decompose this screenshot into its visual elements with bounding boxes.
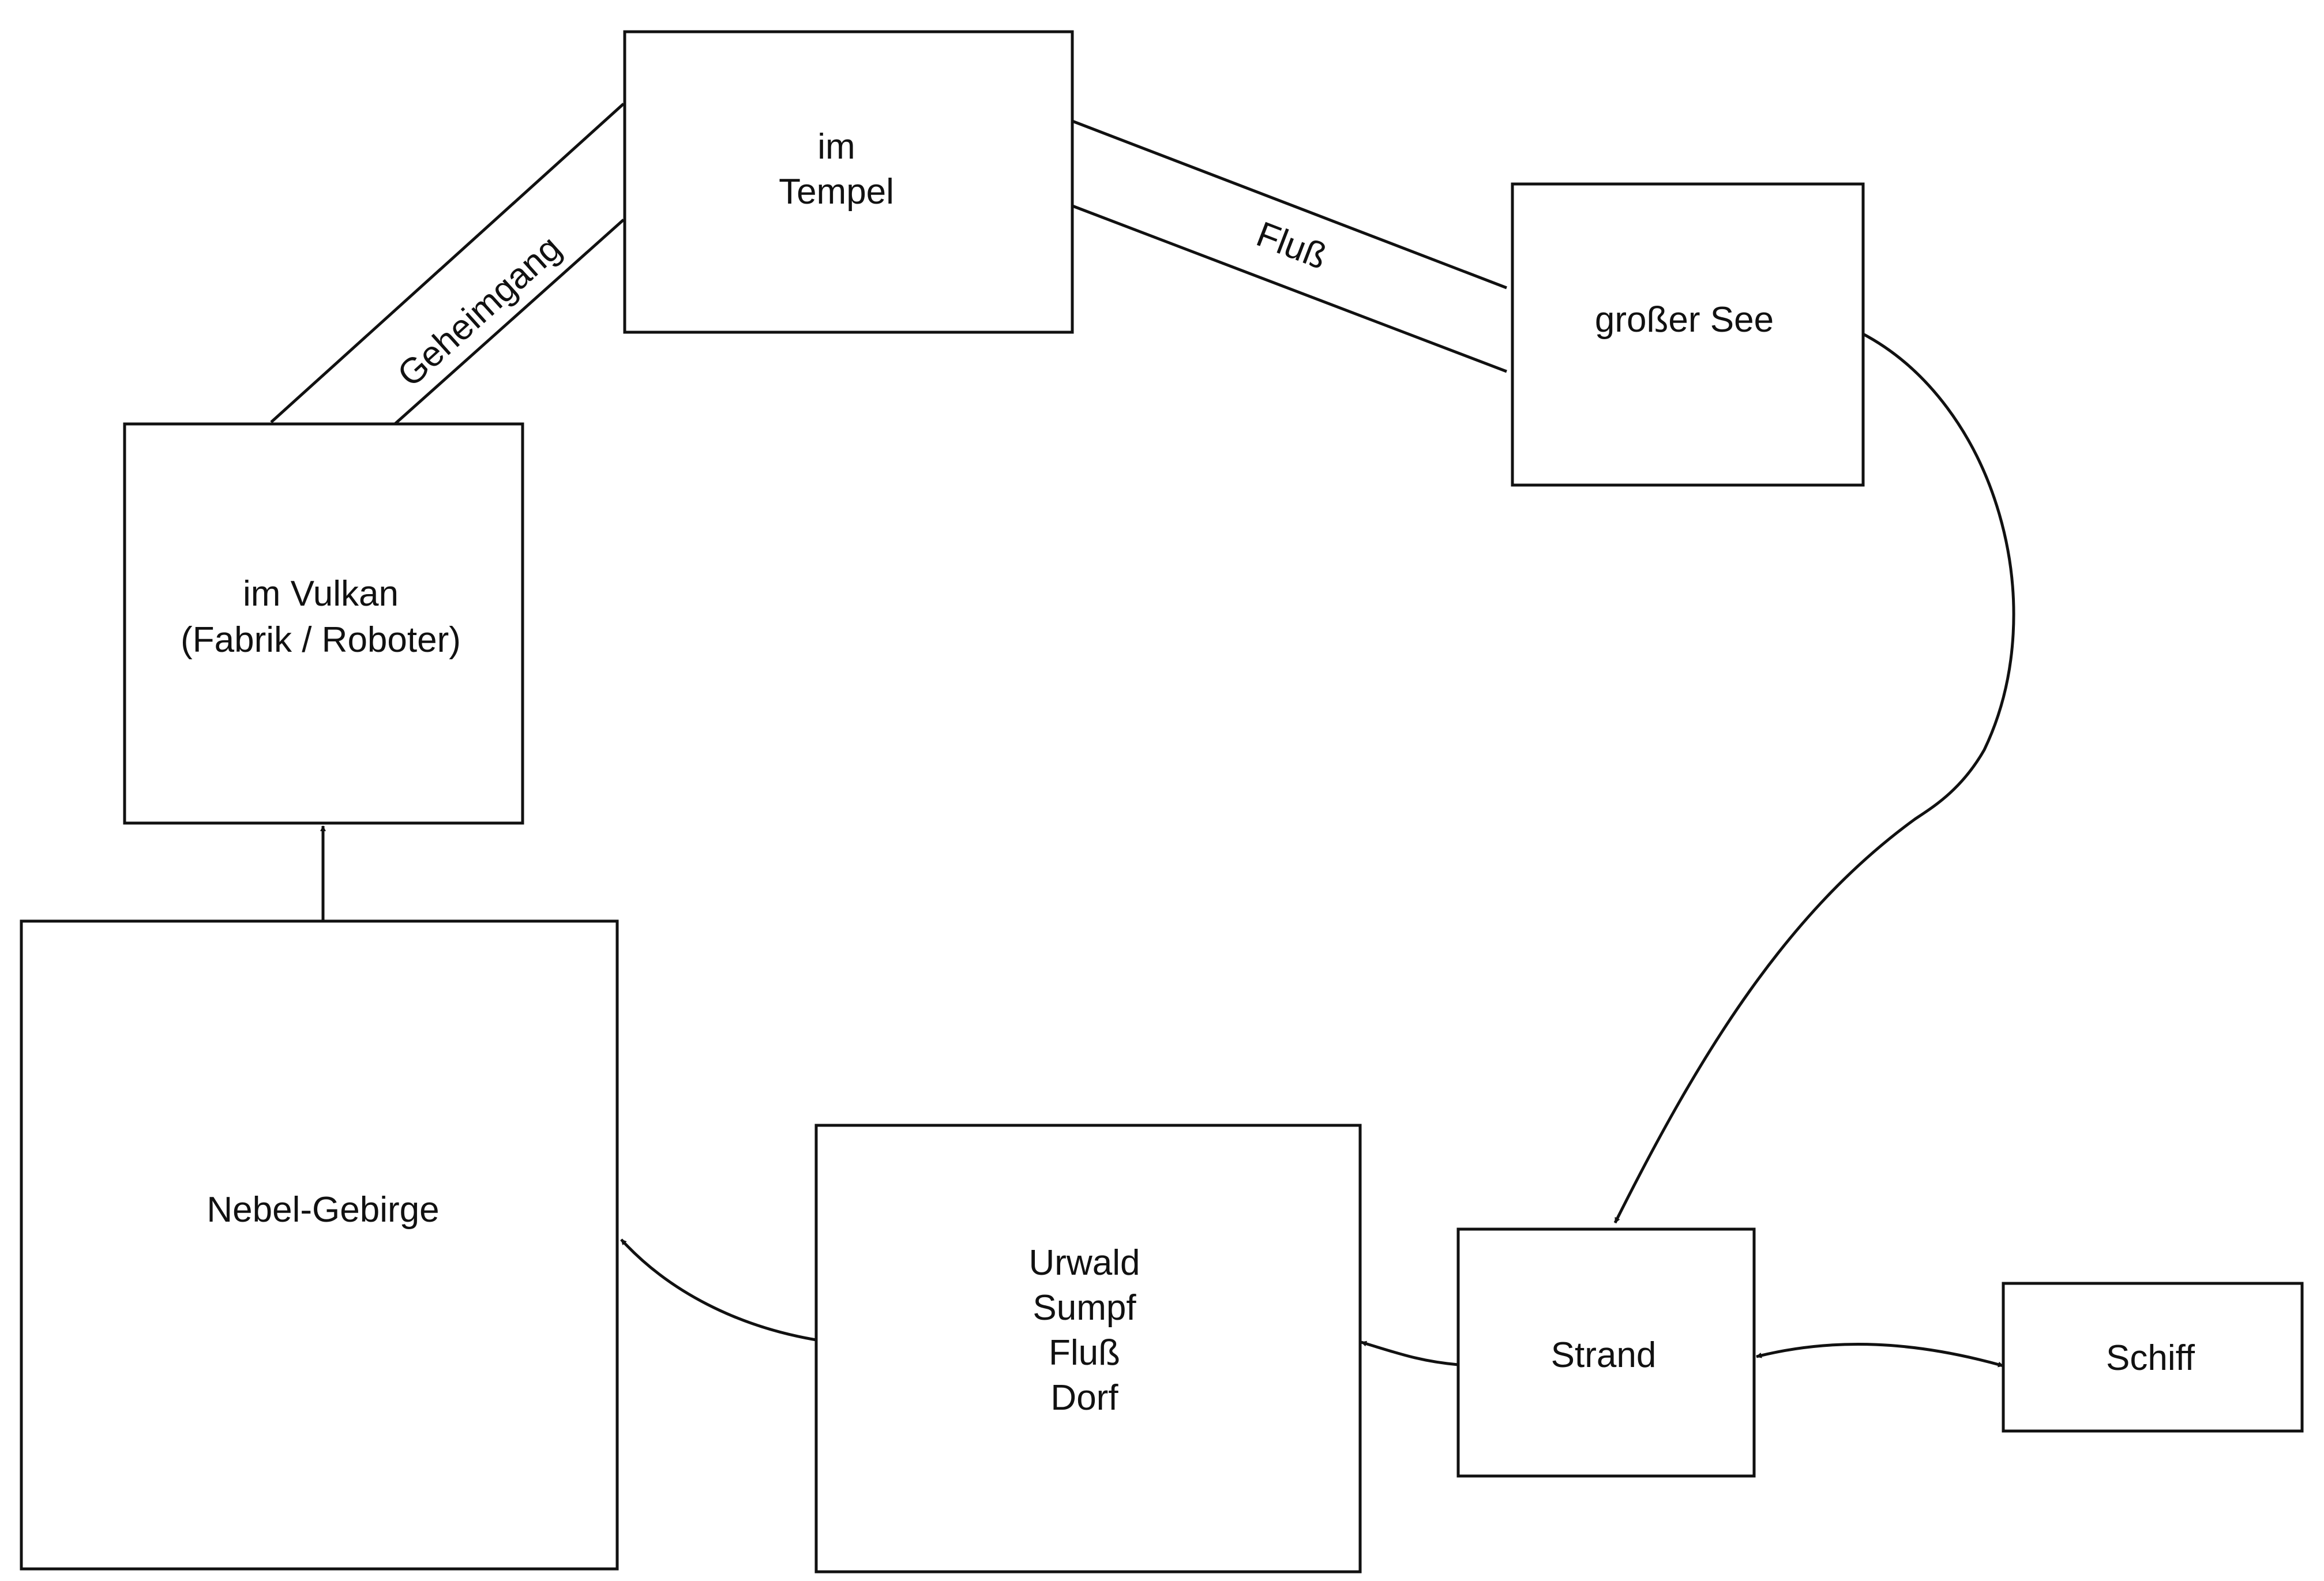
see-to-strand-arrow: [1613, 332, 2015, 1224]
node-schiff-line-1: Schiff: [2106, 1338, 2195, 1378]
node-urwald-line-1: Urwald: [1029, 1243, 1140, 1283]
urwald-to-nebel-arrow: [620, 1238, 817, 1342]
node-schiff: Schiff: [2002, 1282, 2304, 1433]
node-urwald-line-2: Sumpf: [1033, 1288, 1136, 1328]
node-urwald-line-3: Fluß: [1049, 1333, 1120, 1373]
strand-to-urwald-arrow: [1361, 1340, 1459, 1366]
strand-schiff-arrow: [1756, 1342, 2004, 1368]
node-see-line-1: großer See: [1595, 300, 1774, 340]
node-strand: Strand: [1456, 1227, 1756, 1478]
node-tempel: im Tempel: [623, 30, 1074, 334]
fluss-label: Fluß: [1251, 214, 1332, 277]
node-nebel: Nebel-Gebirge: [20, 919, 619, 1571]
node-tempel-line-1: im: [817, 127, 855, 167]
node-see: großer See: [1511, 182, 1865, 487]
geheimgang-label: Geheimgang: [390, 228, 569, 395]
node-strand-line-1: Strand: [1551, 1335, 1657, 1375]
node-nebel-line-1: Nebel-Gebirge: [207, 1190, 439, 1230]
geheimgang-passage: Geheimgang: [270, 103, 625, 428]
node-vulkan-line-1: im Vulkan: [243, 574, 399, 614]
node-vulkan: im Vulkan (Fabrik / Roboter): [123, 422, 524, 825]
node-tempel-line-2: Tempel: [779, 172, 894, 212]
node-vulkan-line-2: (Fabrik / Roboter): [181, 620, 461, 660]
fluss-passage: Fluß: [1069, 118, 1507, 373]
node-urwald: Urwald Sumpf Fluß Dorf: [814, 1124, 1362, 1574]
node-urwald-line-4: Dorf: [1050, 1378, 1118, 1418]
